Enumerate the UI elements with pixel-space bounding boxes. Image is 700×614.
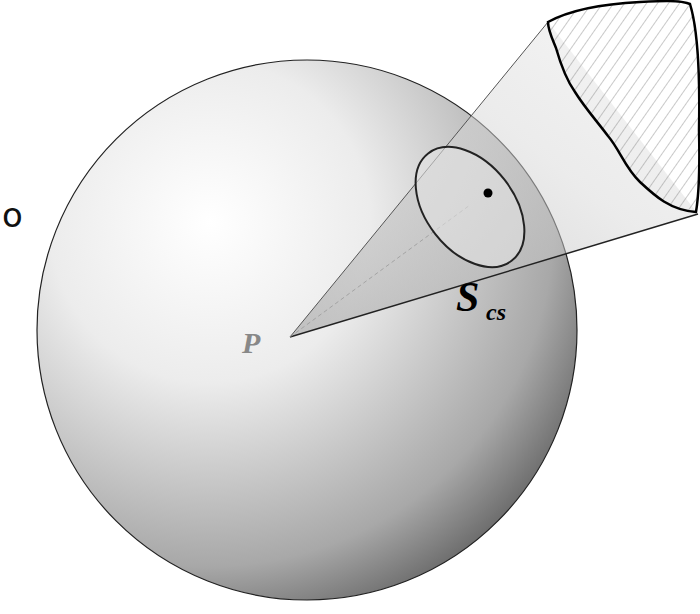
cone-cut-section [548,1,699,212]
surface-subscript: cs [486,300,506,324]
cap-surface [393,126,546,287]
point-label: P [242,328,260,358]
cone-edge [290,22,548,337]
edge-letter: o [2,198,23,232]
surface-label: S [456,276,479,318]
cap-center-dot [484,189,493,198]
